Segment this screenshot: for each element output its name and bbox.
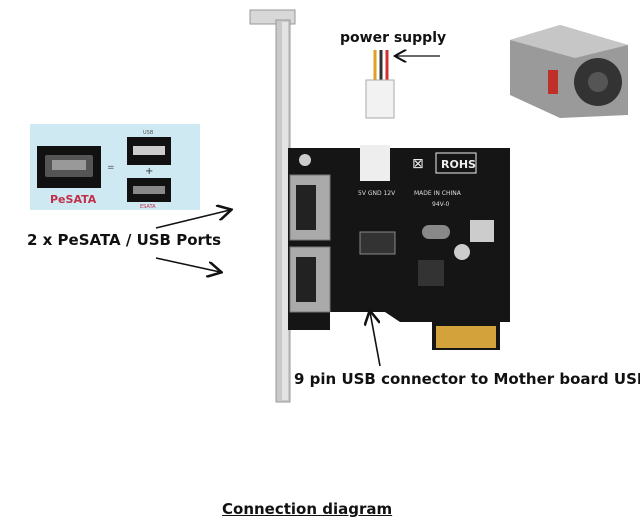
pcie-edge-connector: [436, 326, 496, 348]
capacitor: [454, 244, 470, 260]
crystal-oscillator: [422, 225, 450, 239]
power-supply-image: [510, 25, 628, 118]
power-header: [360, 145, 390, 181]
caption: Connection diagram: [222, 500, 393, 518]
usb-9pin-header: [359, 231, 396, 255]
weee-icon: ⊠: [412, 156, 424, 172]
rohs-mark: ROHS: [441, 158, 476, 171]
molex-connector: [365, 79, 395, 119]
usb-connector-label: 9 pin USB connector to Mother board USB: [294, 370, 640, 388]
pesata-label: PeSATA: [50, 193, 97, 206]
power-supply-label: power supply: [340, 30, 447, 46]
arrow-usb-header: [370, 312, 381, 367]
arrow-port-top: [155, 210, 230, 229]
ports-label: 2 x PeSATA / USB Ports: [27, 231, 222, 249]
controller-chip: [418, 260, 444, 286]
pci-bracket: [249, 9, 296, 403]
esata-label: ESATA: [140, 204, 156, 210]
power-pin-label: 5V GND 12V: [358, 190, 396, 197]
equals-sign: =: [107, 163, 115, 173]
plus-sign: +: [145, 166, 153, 177]
pesata-inset-image: = + USB ESATA PeSATA: [30, 124, 200, 210]
pcie-card: 5V GND 12V ⊠ ROHS MADE IN CHINA 94V-0: [288, 145, 510, 350]
arrow-port-bottom: [155, 257, 220, 272]
rating-label: 94V-0: [432, 201, 450, 208]
voltage-regulator: [470, 220, 494, 242]
usb-label: USB: [143, 130, 154, 136]
power-cable: [365, 50, 395, 119]
made-in-label: MADE IN CHINA: [414, 190, 462, 197]
